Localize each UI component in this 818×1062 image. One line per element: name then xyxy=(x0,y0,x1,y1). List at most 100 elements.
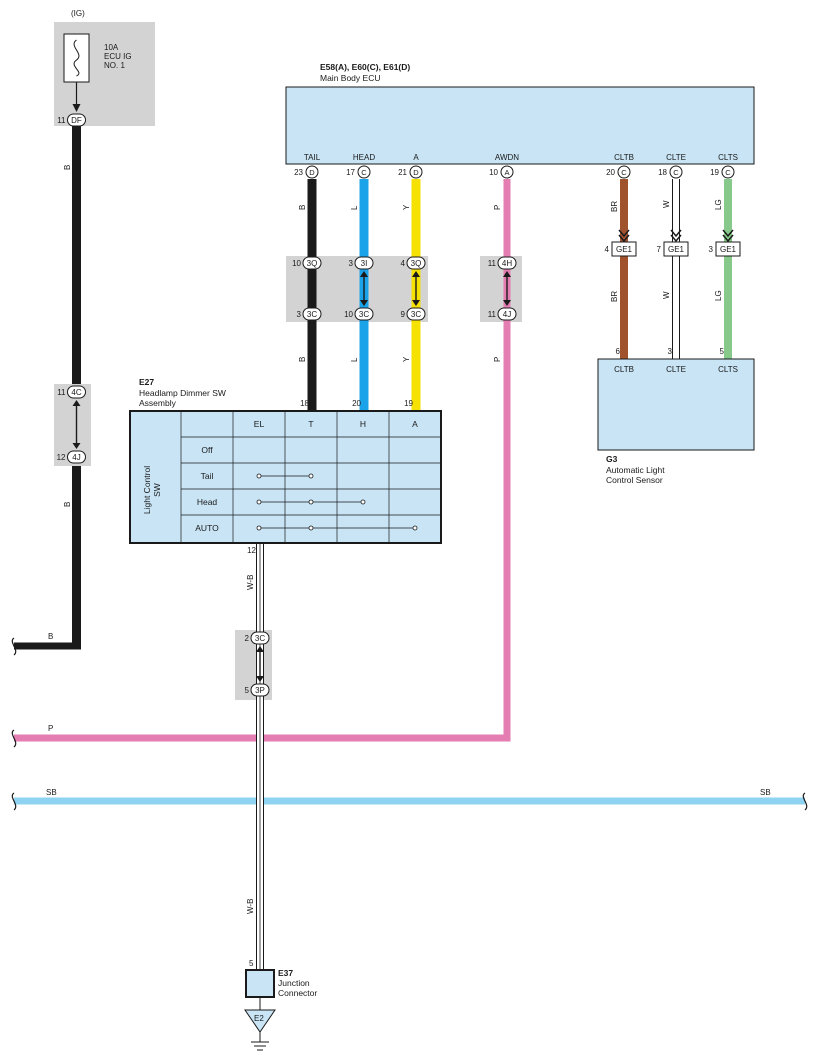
sensor-pin-label: CLTS xyxy=(718,365,738,374)
junction-connector-conn: 3I xyxy=(361,259,368,268)
wire-label-p3: P xyxy=(48,724,53,733)
sensor-pin-label: CLTB xyxy=(614,365,634,374)
junction-connector-conn: 3C xyxy=(411,310,421,319)
ecu-pin: C19 xyxy=(710,165,735,179)
ecu-pin: A10 xyxy=(489,165,514,179)
wire-label-l1: L xyxy=(350,205,359,210)
junction-connector: 3P5 xyxy=(245,683,270,697)
junction-connector-conn: 3C xyxy=(307,310,317,319)
junction-connector: 3Q 10 xyxy=(292,256,322,270)
ecu-pin-conn: C xyxy=(673,168,679,177)
jc-code: E37 xyxy=(278,968,293,978)
junction-connector-conn: 3P xyxy=(255,686,265,695)
junction-arrow-icon xyxy=(72,400,81,449)
wire-label-w1: W xyxy=(662,200,671,208)
junction-arrow-icon xyxy=(360,271,368,306)
wire-label-br2: BR xyxy=(610,291,619,302)
dimmer-side-label-1: Light Control xyxy=(142,466,152,514)
ecu-pin-pin: 19 xyxy=(710,168,719,177)
wire-awdn-pink xyxy=(14,179,511,742)
ecu-pin-shape xyxy=(721,165,735,179)
junction-connector-conn: 3C xyxy=(255,634,265,643)
dimmer-side-label-2: SW xyxy=(152,483,162,497)
ecu-pin: C 17 xyxy=(346,165,371,179)
junction-connector-shape xyxy=(67,385,86,399)
ecu-pin-label: AWDN xyxy=(495,153,519,162)
continuity-dot xyxy=(308,525,314,531)
dimmer-col-header: A xyxy=(412,419,418,429)
junction-arrow-icon xyxy=(412,271,420,306)
ground-label: E2 xyxy=(254,1014,264,1023)
ge1-conn: GE1 xyxy=(616,245,633,254)
sensor-pin-num: 3 xyxy=(668,347,673,356)
wire-label-p2: P xyxy=(493,357,502,362)
fuse-out-connector-shape xyxy=(67,113,86,127)
light-sensor-box xyxy=(597,358,755,451)
junction-arrow-icon-head-up xyxy=(503,271,511,277)
ecu-pin-shape xyxy=(357,165,371,179)
wire-label-l2: L xyxy=(350,357,359,362)
junction-connector-conn: 3Q xyxy=(307,259,318,268)
ecu-pin: D21 xyxy=(398,165,423,179)
ecu-pin-conn: C xyxy=(621,168,627,177)
fuse-rating: 10A xyxy=(104,43,119,52)
wire-label-b5: B xyxy=(298,357,307,362)
fuse-supply-label: (IG) xyxy=(71,9,85,18)
junction-arrow-icon-head-down xyxy=(308,300,316,306)
junction-arrow-icon-head-up xyxy=(360,271,368,277)
chevron-down-icon xyxy=(670,229,682,243)
junction-arrow-icon xyxy=(308,271,316,306)
junction-connector-pin: 10 xyxy=(292,259,301,268)
junction-connector-shape xyxy=(67,450,86,464)
junction-connector-shape xyxy=(302,256,322,270)
dimmer-name-line2: Assembly xyxy=(139,398,177,408)
junction-connector-shape xyxy=(354,256,374,270)
ecu-pin-pin: 21 xyxy=(398,168,407,177)
jc-name-line2: Connector xyxy=(278,988,317,998)
ecu-pin-conn: C xyxy=(361,168,367,177)
fuse-out-connector-conn: DF xyxy=(71,116,82,125)
junction-connector-box xyxy=(245,969,275,998)
junction-connector-pin: 3 xyxy=(349,259,354,268)
fuse-name-line2: NO. 1 xyxy=(104,61,125,70)
ecu-pin-shape xyxy=(305,165,319,179)
junction-connector-shape xyxy=(250,683,270,697)
ecu-pin-pin: 17 xyxy=(346,168,355,177)
ecu-pin-group: TAILD23HEADC17AD21AWDNA10CLTBC20CLTEC18C… xyxy=(294,153,738,179)
ecu-pin-label: HEAD xyxy=(353,153,375,162)
junction-connector-shape xyxy=(250,631,270,645)
ecu-pin: D23 xyxy=(294,165,319,179)
junction-connector-conn: 4C xyxy=(71,388,81,397)
junction-connector-pin: 3 xyxy=(297,310,302,319)
sensor-name-line2: Control Sensor xyxy=(606,475,663,485)
junction-connector-shape xyxy=(497,256,517,270)
continuity-dot xyxy=(360,499,366,505)
wire-label-b2: B xyxy=(63,502,72,507)
junction-connector-pin: 2 xyxy=(245,634,250,643)
continuity-dot xyxy=(256,473,262,479)
chevron-down-icon xyxy=(618,229,630,243)
sensor-code: G3 xyxy=(606,454,618,464)
wire-label-y2: Y xyxy=(402,356,411,362)
chevron-down-icon xyxy=(722,229,734,243)
ecu-pin-label: CLTE xyxy=(666,153,686,162)
wire-label-p1: P xyxy=(493,205,502,210)
fuse-out-connector-pin: 11 xyxy=(57,116,66,125)
fuse-name-line1: ECU IG xyxy=(104,52,132,61)
junction-connector-shape xyxy=(406,256,426,270)
fuse-out-connector: DF 11 xyxy=(57,113,86,127)
dimmer-col-header: H xyxy=(360,419,366,429)
dimmer-row-label: Head xyxy=(197,497,218,507)
continuity-line xyxy=(256,499,366,505)
break-mark-icons xyxy=(11,637,808,811)
junction-connector-conn: 4H xyxy=(502,259,512,268)
ecu-pin-pin: 23 xyxy=(294,168,303,177)
continuity-dot xyxy=(412,525,418,531)
ge1-pin: 7 xyxy=(657,245,662,254)
junction-connector-conn: 4J xyxy=(72,453,80,462)
ecu-title: E58(A), E60(C), E61(D) xyxy=(320,62,410,72)
continuity-line xyxy=(256,525,418,531)
dimmer-row-label: Off xyxy=(201,445,213,455)
